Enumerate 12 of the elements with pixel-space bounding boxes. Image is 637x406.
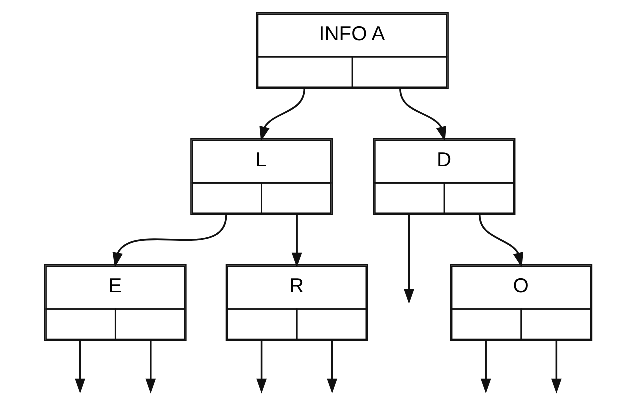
- arrow: [400, 88, 447, 142]
- arrow: [256, 340, 267, 394]
- arrow: [260, 88, 306, 142]
- arrow: [480, 340, 492, 394]
- arrow: [112, 214, 228, 268]
- arrow: [478, 214, 524, 268]
- arrow: [292, 214, 302, 268]
- arrow: [327, 340, 338, 394]
- arrow: [551, 340, 562, 394]
- arrow: [146, 340, 156, 394]
- arrow: [404, 214, 414, 304]
- arrow: [75, 340, 86, 394]
